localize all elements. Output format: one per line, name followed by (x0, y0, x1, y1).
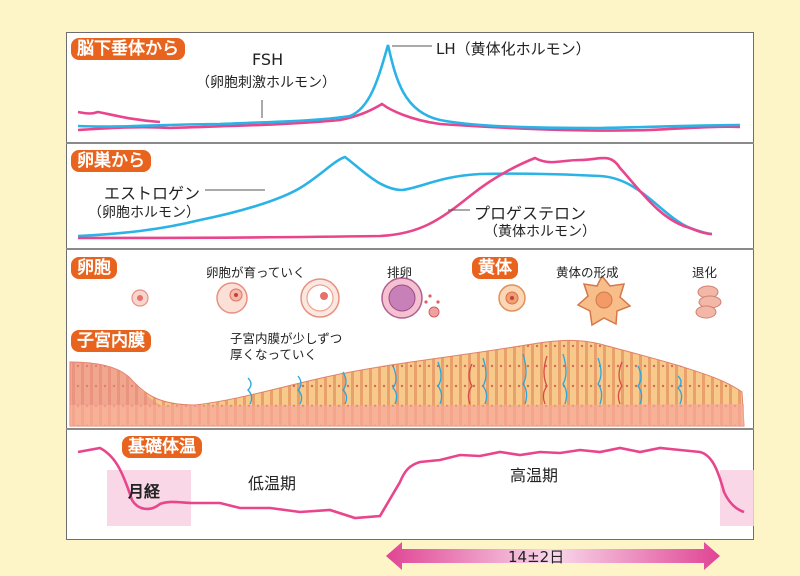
lh-label: LH（黄体化ホルモン） (436, 40, 591, 58)
estrogen-desc-label: （卵胞ホルモン） (88, 205, 200, 221)
fsh-name-label: FSH (252, 50, 284, 69)
follicle-medium-icon (216, 282, 248, 314)
endometrium-menses (70, 362, 160, 405)
menstruation-shade-end (720, 470, 754, 526)
follicle-small-icon (131, 289, 149, 307)
endometrium-vessels-red (467, 355, 623, 405)
estrogen-curve (77, 155, 713, 238)
corpus-luteum-small-icon (498, 284, 526, 312)
section-badge-bbt: 基礎体温 (122, 436, 202, 458)
estrogen-name-label: エストロゲン (104, 184, 201, 203)
fsh-curve (77, 102, 741, 132)
endometrium-shape (69, 339, 745, 427)
menstruation-label: 月経 (128, 482, 161, 501)
duration-arrow (386, 542, 720, 570)
corpus-luteum-badge: 黄体 (472, 257, 518, 279)
section-badge-ovary: 卵巣から (71, 150, 151, 172)
corpus-luteum-forming-label: 黄体の形成 (556, 265, 619, 280)
section-badge-follicle: 卵胞 (71, 257, 117, 279)
lh-curve (77, 44, 741, 130)
endometrium-vessels (247, 353, 683, 405)
duration-label: 14±2日 (508, 548, 565, 566)
divider (66, 142, 754, 144)
ovulation-label: 排卵 (387, 265, 413, 280)
regression-icon (695, 285, 722, 319)
endometrium-note-line2: 厚くなっていく (230, 347, 317, 362)
menstruation-shade-start (107, 470, 191, 526)
divider (66, 428, 754, 430)
section-badge-endometrium: 子宮内膜 (71, 330, 151, 352)
progesterone-desc-label: （黄体ホルモン） (484, 224, 596, 240)
ovulation-icon (381, 277, 440, 319)
low-phase-label: 低温期 (248, 474, 297, 493)
high-phase-label: 高温期 (510, 466, 559, 485)
fsh-curve-pink-start (77, 110, 161, 124)
divider (66, 248, 754, 250)
progesterone-name-label: プロゲステロン (474, 204, 587, 223)
endometrium-base (70, 404, 744, 426)
regression-label: 退化 (692, 265, 718, 280)
progesterone-curve (77, 156, 713, 240)
endometrium-note-line1: 子宮内膜が少しずつ (230, 331, 343, 346)
corpus-luteum-large-icon (576, 274, 632, 327)
fsh-desc-label: （卵胞刺激ホルモン） (196, 75, 336, 91)
section-badge-pituitary: 脳下垂体から (71, 38, 185, 60)
follicle-large-icon (300, 278, 340, 318)
follicle-growing-label: 卵胞が育っていく (206, 265, 306, 280)
bbt-curve (77, 446, 745, 520)
